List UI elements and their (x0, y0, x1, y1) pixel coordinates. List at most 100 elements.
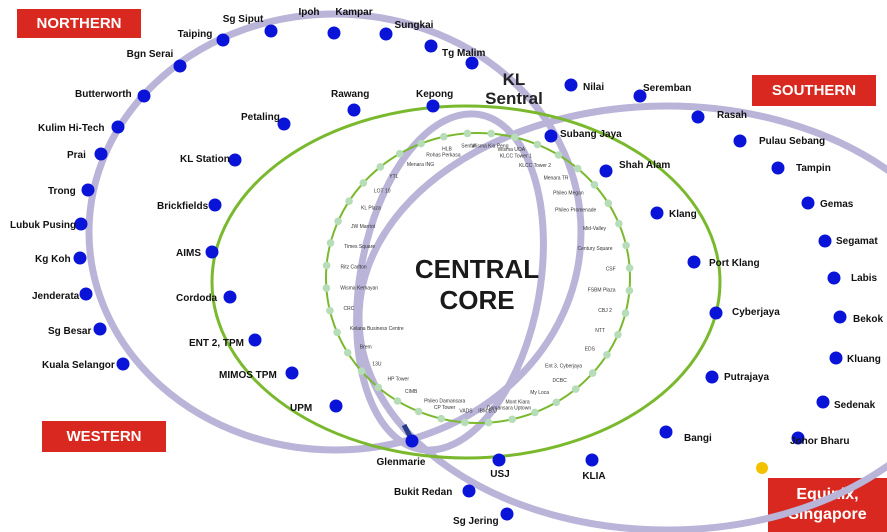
core-wisma-uoa-node (511, 133, 519, 142)
southern-region-badge: SOUTHERN (752, 75, 876, 106)
subang-jaya-label: Subang Jaya (560, 129, 622, 140)
central-core-ring (325, 132, 631, 424)
rawang-label: Rawang (331, 89, 369, 100)
mimos-tpm-label: MIMOS TPM (219, 370, 277, 381)
core-menara-tr-label: Menara TR (544, 176, 569, 182)
sg-jering-node (500, 507, 514, 521)
core-brem-label: Brem (360, 345, 372, 351)
ipoh-label: Ipoh (298, 7, 319, 18)
core-kelana-business-centre-node (333, 328, 341, 337)
aims-label: AIMS (176, 248, 201, 259)
core-sentul-label: Sentul (461, 143, 475, 149)
core-title-line2: CORE (439, 285, 514, 315)
pulau-sebang-node (733, 134, 747, 148)
core-century-square-label: Century Square (577, 246, 612, 252)
core-mid-valley-node (615, 219, 623, 228)
brickfields-node (208, 198, 222, 212)
core-13u-label: 13U (372, 362, 382, 368)
core-klcc-tower-2-label: KLCC Tower 2 (519, 163, 551, 169)
lubuk-pusing-node (74, 217, 88, 231)
nilai-node (564, 78, 578, 92)
core-ibm-b-u-label: IBM B.U (478, 409, 497, 415)
core-wisma-kemayan-node (322, 284, 331, 292)
core-phileo-megan-node (590, 181, 599, 189)
kepong-node (426, 99, 440, 113)
cordoda-label: Cordoda (176, 293, 218, 304)
prai-label: Prai (67, 150, 86, 161)
segamat-node (818, 234, 832, 248)
core-hp-tower-node (374, 383, 383, 392)
lubuk-pusing-label: Lubuk Pusing (10, 220, 76, 231)
putrajaya-node (705, 370, 719, 384)
labis-node (827, 271, 841, 285)
klia-label: KLIA (582, 471, 605, 482)
kl-station-label: KL Station (180, 154, 230, 165)
rasah-label: Rasah (717, 110, 747, 121)
cyberjaya-node (709, 306, 723, 320)
kepong-label: Kepong (416, 89, 453, 100)
core-kl-plaza-label: KL Plaza (361, 206, 381, 212)
sungkai-label: Sungkai (395, 20, 434, 31)
tg-malim-label: Tg Malim (442, 48, 485, 59)
aims-node (205, 245, 219, 259)
labis-label: Labis (851, 273, 878, 284)
gemas-label: Gemas (820, 199, 854, 210)
glenmarie-node (405, 434, 419, 448)
core-13u-node (357, 367, 366, 376)
tg-malim-node (465, 56, 479, 70)
green-metro-loop (210, 104, 722, 460)
kg-koh-node (73, 251, 87, 265)
core-menara-ing-node (395, 149, 404, 158)
upm-node (329, 399, 343, 413)
brickfields-label: Brickfields (157, 201, 209, 212)
core-wisma-kia-peng-label: Wisma Kia Peng (472, 144, 509, 150)
core-my-loca-label: My Loca (530, 390, 549, 396)
hub-title-line2: Sentral (485, 89, 543, 108)
hub-title-line1: KL (503, 70, 526, 89)
core-dcbc-node (571, 385, 580, 393)
core-phileo-damansara-label: Phileo Damansara (424, 398, 465, 404)
core-crc-label: CRC (344, 306, 355, 312)
sg-siput-node (264, 24, 278, 38)
cyberjaya-label: Cyberjaya (732, 307, 780, 318)
bangi-label: Bangi (684, 433, 712, 444)
glenmarie-label: Glenmarie (377, 457, 426, 468)
taiping-node (216, 33, 230, 47)
core-sentul-node (463, 129, 472, 138)
butterworth-label: Butterworth (75, 89, 132, 100)
kuala-selangor-node (116, 357, 130, 371)
northern-western-ring (85, 10, 585, 454)
taiping-label: Taiping (178, 29, 213, 40)
core-cbj-2-label: CBJ 2 (598, 308, 612, 314)
core-damansara-uptown-label: Damansara Uptown (487, 406, 531, 412)
core-mid-valley-label: Mid-Valley (583, 226, 606, 232)
core-rohas-perkasa-node (417, 139, 425, 148)
western-region-badge: WESTERN (42, 421, 166, 452)
core-ritz-carlton-node (322, 261, 331, 270)
core-jw-marriot-node (334, 217, 342, 226)
core-ntt-label: NTT (595, 328, 605, 334)
core-cimb-label: CIMB (405, 389, 418, 395)
trong-label: Trong (48, 186, 76, 197)
petaling-node (277, 117, 291, 131)
core-ritz-carlton-label: Ritz Carlton (341, 264, 367, 270)
segamat-label: Segamat (836, 236, 878, 247)
subang-jaya-node (544, 129, 558, 143)
core-times-square-label: Times Square (344, 244, 375, 250)
equinix-singapore-badge: Equinix, Singapore (768, 478, 887, 532)
bgn-serai-node (173, 59, 187, 73)
klia-node (585, 453, 599, 467)
kampar-node (379, 27, 393, 41)
core-hp-tower-label: HP Tower (388, 376, 410, 382)
core-lot-10-label: LOT 10 (374, 189, 391, 195)
prai-node (94, 147, 108, 161)
core-eds-label: EDS (585, 347, 596, 353)
core-csf-node (625, 264, 634, 272)
usj-label: USJ (490, 469, 509, 480)
core-kl-plaza-node (345, 197, 353, 205)
core-crc-node (326, 306, 334, 315)
core-menara-ing-label: Menara ING (407, 162, 434, 168)
core-phileo-megan-label: Phileo Megan (553, 191, 584, 197)
core-cimb-node (393, 397, 402, 405)
